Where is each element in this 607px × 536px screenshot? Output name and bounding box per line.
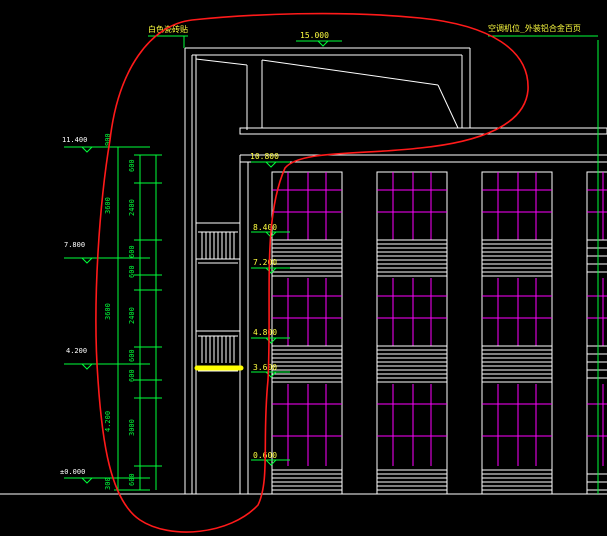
dim-600-d: 600	[128, 349, 136, 362]
stair-railing-bottom	[198, 335, 238, 372]
facade-bay-1	[271, 171, 343, 495]
facade-level-10800: 10.800	[250, 152, 279, 161]
facade-level-7200: 7.200	[253, 258, 277, 267]
level-marker-0000	[64, 477, 135, 484]
level-label-4200: 4.200	[66, 347, 87, 355]
dim-600-b: 600	[128, 245, 136, 258]
dim-600-c: 600	[128, 265, 136, 278]
dim-600-a: 600	[128, 159, 136, 172]
dim-2400-a: 2400	[128, 199, 136, 216]
red-markup-outline	[95, 12, 529, 533]
facade-level-8400: 8.400	[253, 223, 277, 232]
level-label-0000: ±0.000	[60, 468, 85, 476]
facade-bay-3	[481, 171, 553, 495]
level-marker-4200	[64, 363, 135, 370]
white-tile-annotation: 白色瓷砖贴	[148, 24, 188, 34]
level-label-11400: 11.400	[62, 136, 87, 144]
dim-3000: 3000	[128, 419, 136, 436]
dim-2400-b: 2400	[128, 307, 136, 324]
ac-louver-annotation: 空调机位_外装铝合金百页	[488, 23, 581, 33]
facade-level-markers	[251, 40, 342, 466]
dim-3600-a: 3600	[104, 197, 112, 214]
stair-railing-top	[198, 231, 238, 264]
dim-4200: 4.200	[104, 411, 112, 432]
facade-level-4800: 4.800	[253, 328, 277, 337]
dimension-col1-labels: 900 3600 3600 4.200 300	[104, 133, 112, 490]
dimension-chain	[114, 146, 162, 491]
dimension-col2-labels: 600 2400 600 600 2400 600 600 3000 600	[128, 159, 136, 486]
dim-600-f: 600	[128, 473, 136, 486]
facade-bay-2	[376, 171, 448, 495]
facade-level-3600: 3.600	[253, 363, 277, 372]
dim-300: 300	[104, 477, 112, 490]
facade-bay-4-partial	[586, 171, 607, 495]
dim-600-e: 600	[128, 369, 136, 382]
dim-900: 900	[104, 133, 112, 146]
level-marker-7800	[64, 257, 135, 264]
level-label-7800: 7.800	[64, 241, 85, 249]
roof-parapet	[239, 48, 607, 494]
stair-tower	[184, 47, 470, 494]
facade-level-15000: 15.000	[300, 31, 329, 40]
level-marker-11400	[64, 146, 135, 153]
dim-3600-b: 3600	[104, 303, 112, 320]
